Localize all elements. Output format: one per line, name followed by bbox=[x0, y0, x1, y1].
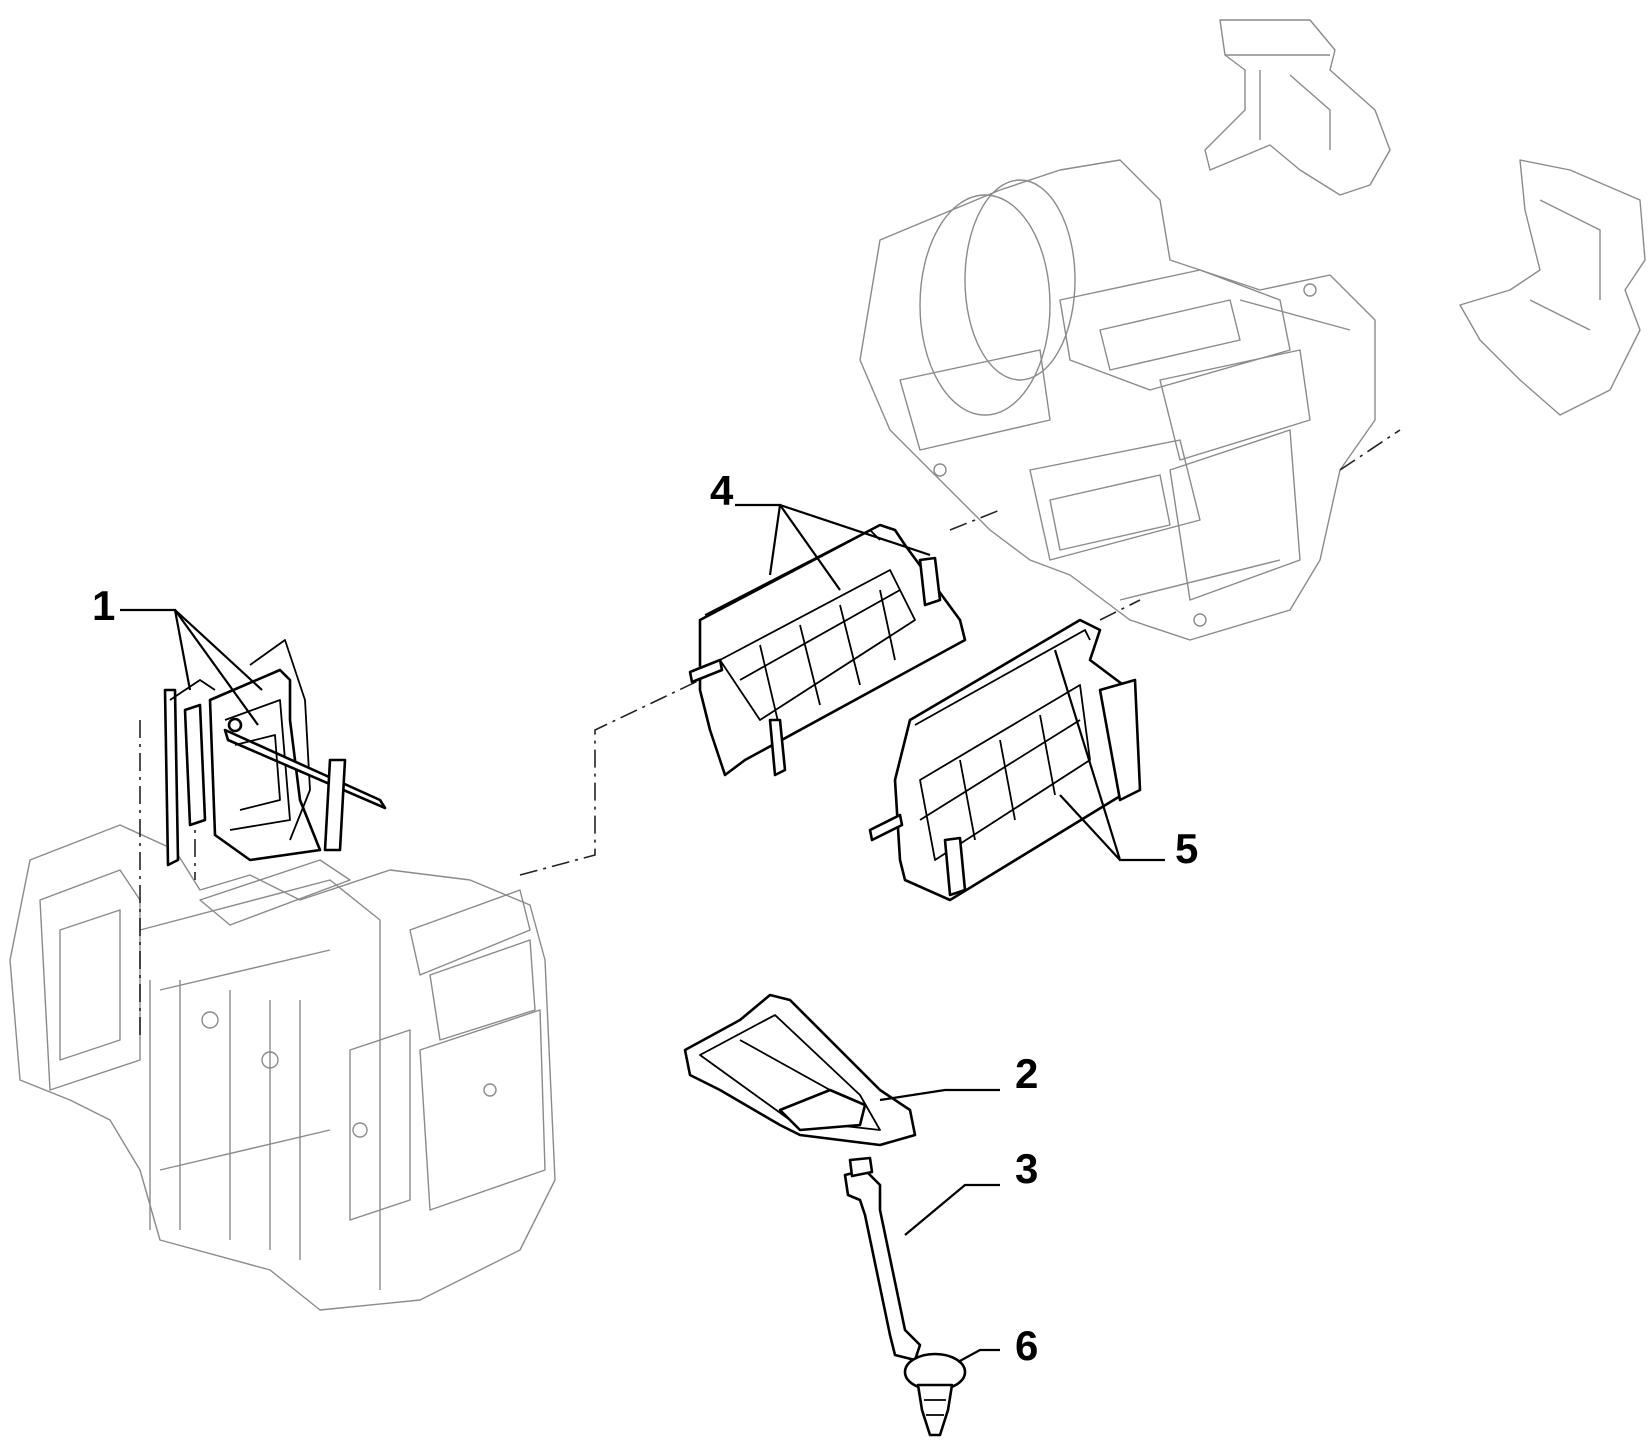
part-6-push-clip bbox=[903, 1352, 967, 1437]
assembly-line-4 bbox=[949, 509, 1001, 531]
leader-1 bbox=[120, 608, 263, 726]
part-4-filter-frame bbox=[688, 523, 967, 777]
heater-housing-left-ghost bbox=[9, 824, 556, 1311]
air-duct-side-ghost bbox=[1459, 159, 1646, 416]
part-5-filter-frame bbox=[868, 618, 1142, 902]
assembly-line-5 bbox=[1099, 599, 1141, 621]
leader-3 bbox=[904, 1183, 1000, 1236]
callout-2: 2 bbox=[1015, 1050, 1038, 1097]
leader-5 bbox=[1053, 649, 1165, 862]
air-duct-upper-ghost bbox=[1204, 19, 1391, 196]
part-1-flap-assembly bbox=[163, 639, 387, 867]
heater-housing-right-ghost bbox=[859, 159, 1376, 641]
leader-2 bbox=[879, 1088, 1000, 1102]
leader-4 bbox=[735, 503, 931, 591]
part-3-drain-hose bbox=[843, 1156, 922, 1362]
callout-1: 1 bbox=[92, 582, 115, 629]
callout-5: 5 bbox=[1175, 825, 1198, 872]
part-2-drain-tray bbox=[683, 993, 917, 1147]
callout-4: 4 bbox=[710, 467, 734, 514]
callout-3: 3 bbox=[1015, 1145, 1038, 1192]
leader-6 bbox=[957, 1348, 1000, 1363]
assembly-line-6 bbox=[1339, 429, 1401, 471]
callout-6: 6 bbox=[1015, 1322, 1038, 1369]
assembly-line-3 bbox=[519, 679, 701, 876]
